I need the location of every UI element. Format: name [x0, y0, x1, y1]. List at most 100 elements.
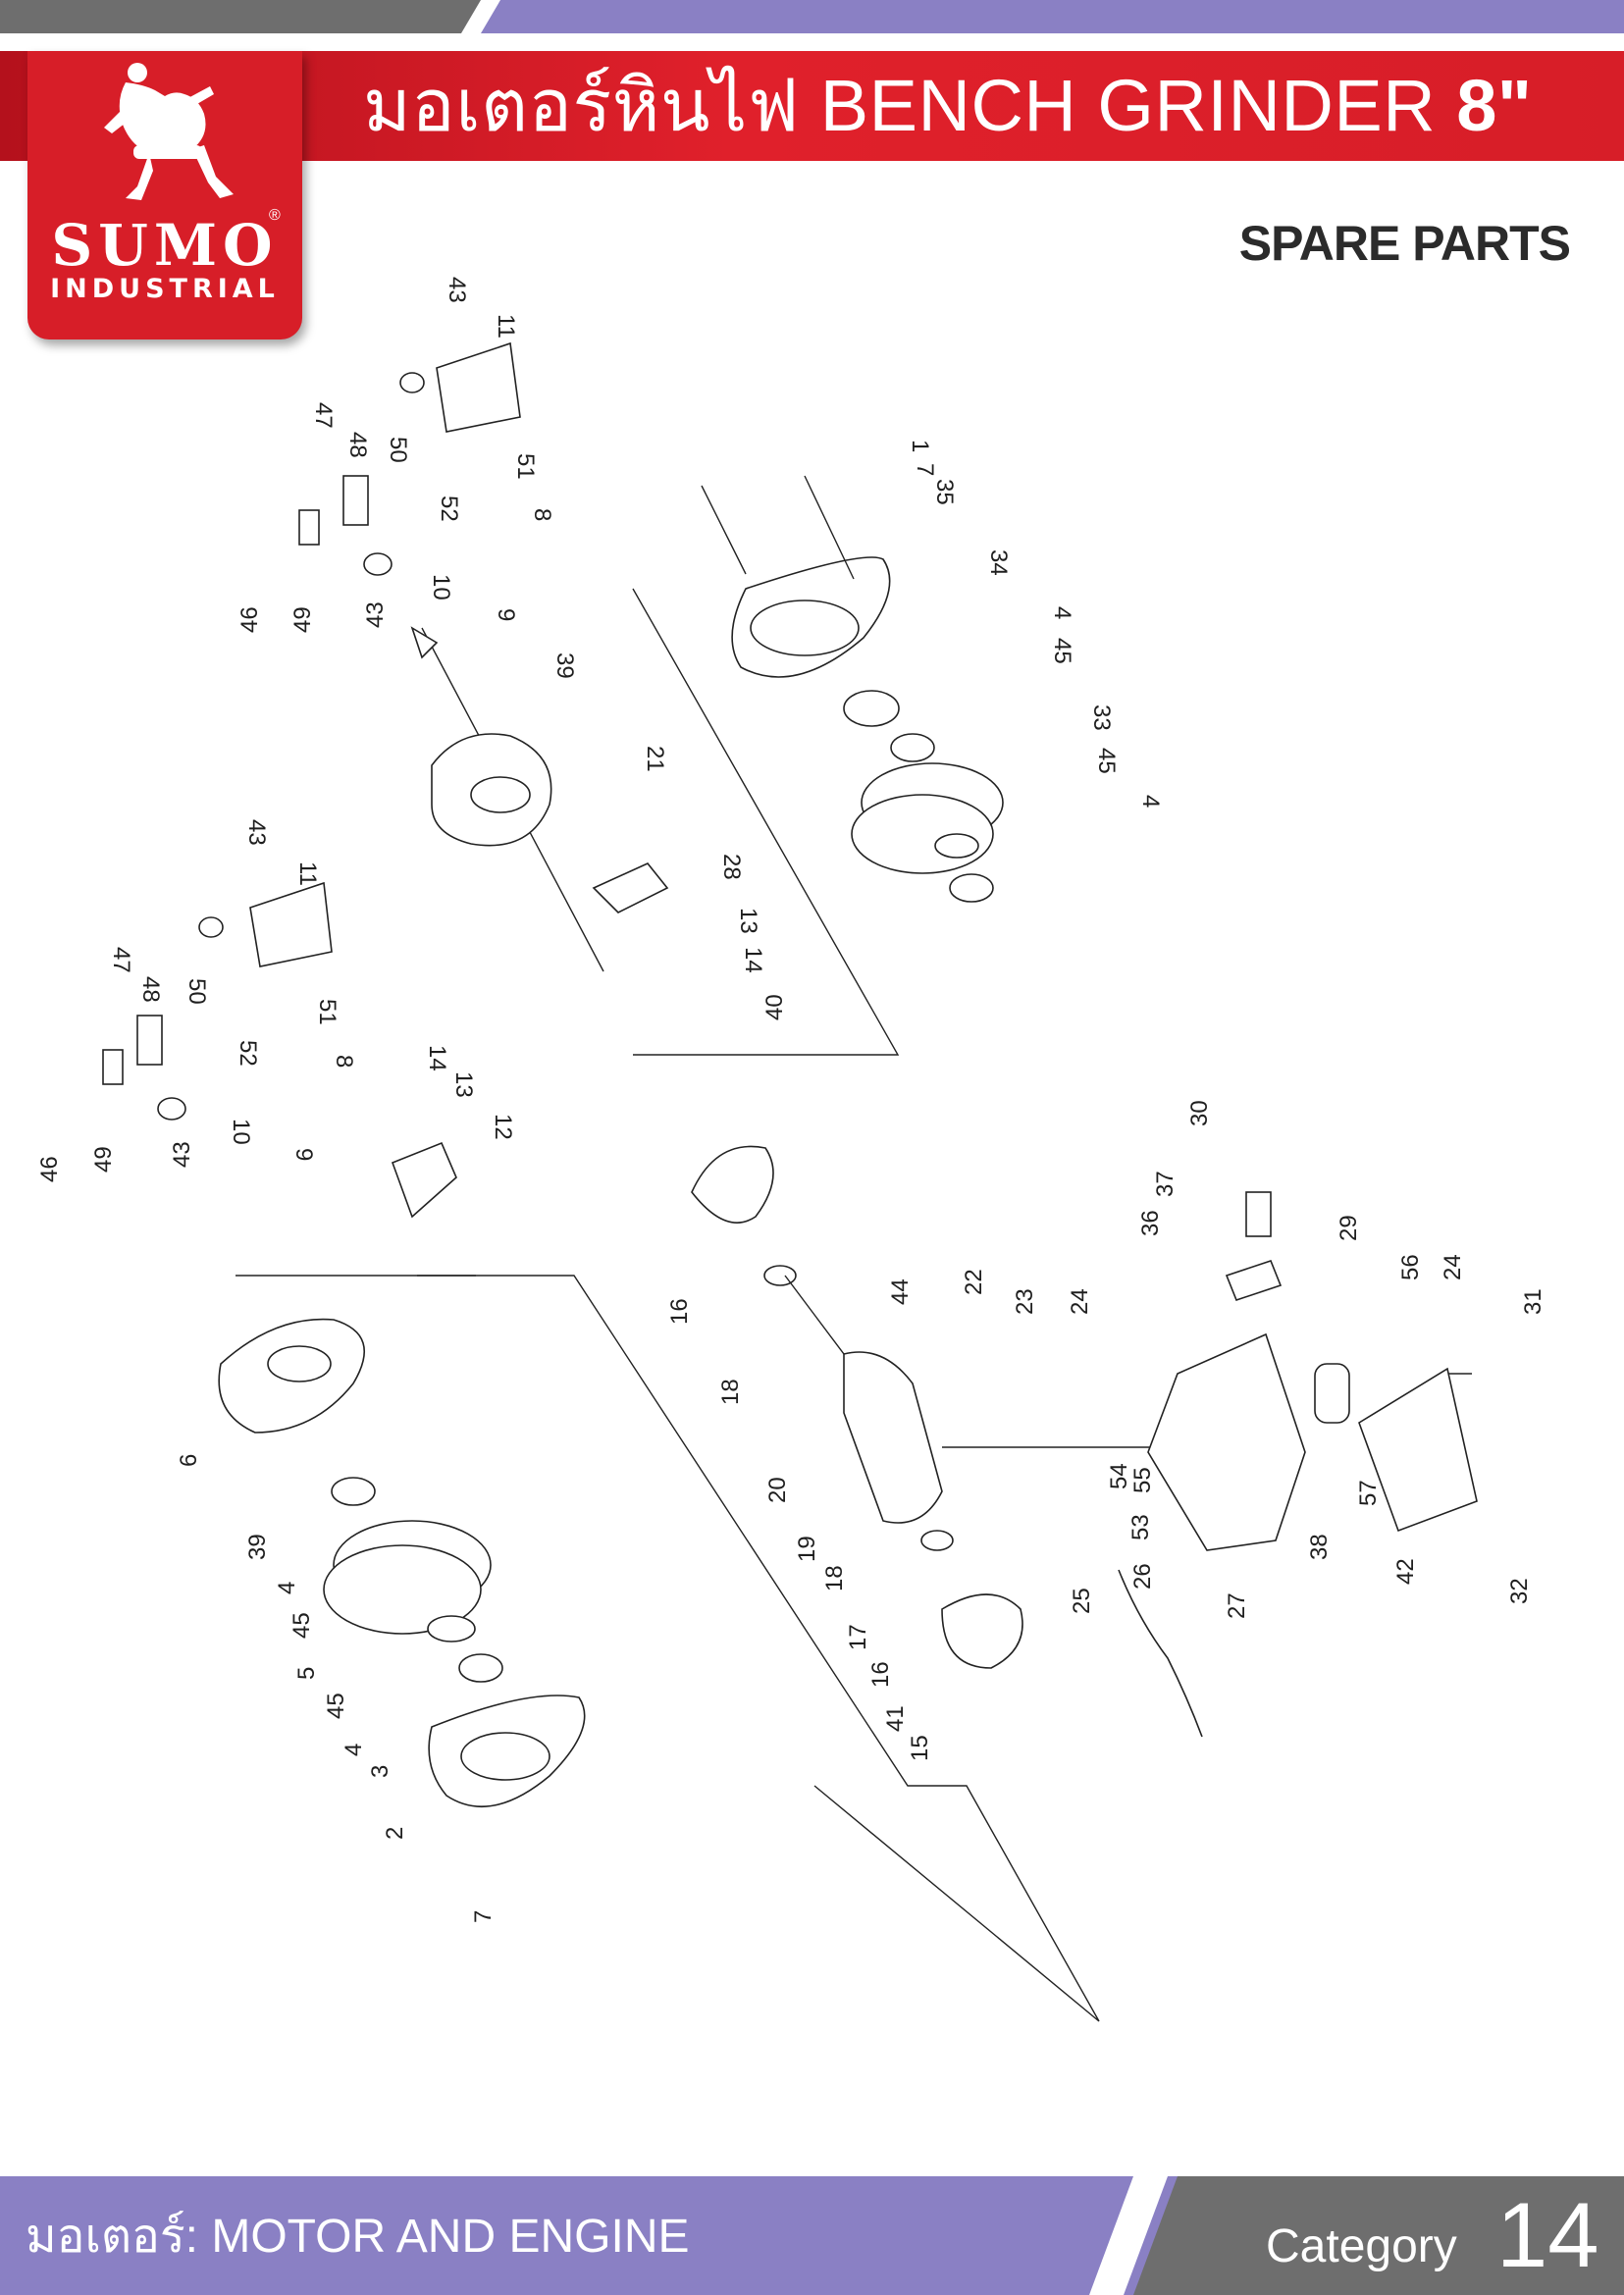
footer-accent [1089, 2176, 1624, 2295]
callout-46: 46 [236, 606, 263, 633]
part-callouts: 1 2 3 4 4 4 4 5 6 7 7 8 8 9 9 10 10 11 1… [36, 277, 1546, 1923]
callout-45c: 45 [288, 1612, 315, 1639]
inner-guard-right [410, 626, 669, 913]
right-wheel-assembly [701, 475, 1004, 903]
callout-36: 36 [1137, 1210, 1164, 1236]
callout-3: 3 [367, 1765, 393, 1778]
callout-31: 31 [1520, 1288, 1546, 1315]
callout-40: 40 [761, 994, 788, 1020]
callout-1: 1 [907, 440, 933, 452]
registered-mark: ® [269, 207, 281, 224]
callout-13b: 13 [450, 1071, 477, 1098]
callout-53: 53 [1127, 1514, 1154, 1540]
callout-18: 18 [717, 1379, 744, 1405]
callout-51b: 51 [314, 999, 341, 1025]
callout-39b: 39 [244, 1534, 271, 1560]
title-size: 8" [1456, 65, 1533, 146]
callout-14: 14 [740, 947, 766, 973]
callout-44: 44 [887, 1278, 914, 1305]
callout-23: 23 [1012, 1288, 1038, 1315]
callout-38: 38 [1306, 1534, 1333, 1560]
callout-35: 35 [931, 479, 958, 505]
callout-8: 8 [529, 508, 555, 521]
callout-39: 39 [551, 652, 578, 679]
callout-37: 37 [1152, 1171, 1179, 1197]
callout-51: 51 [512, 453, 539, 480]
callout-52b: 52 [235, 1040, 261, 1067]
callout-27: 27 [1224, 1592, 1250, 1619]
callout-20: 20 [764, 1477, 791, 1503]
callout-55: 55 [1129, 1467, 1156, 1493]
callout-33: 33 [1088, 704, 1115, 731]
callout-50b: 50 [183, 978, 210, 1005]
callout-9: 9 [493, 608, 519, 621]
callout-4d: 4 [341, 1744, 367, 1756]
callout-8b: 8 [331, 1055, 357, 1068]
callout-5: 5 [293, 1667, 320, 1680]
callout-28: 28 [718, 854, 745, 880]
spare-parts-heading: SPARE PARTS [1238, 216, 1571, 271]
callout-46b: 46 [36, 1156, 63, 1182]
callout-2: 2 [382, 1827, 408, 1840]
callout-11: 11 [493, 314, 519, 339]
callout-49b: 49 [90, 1146, 117, 1173]
logo-subtext: INDUSTRIAL [50, 274, 280, 304]
callout-45d: 45 [323, 1693, 349, 1719]
motor-assembly [691, 1145, 1023, 1669]
footer-category-text: มอเตอร์: MOTOR AND ENGINE [26, 2211, 690, 2263]
callout-30: 30 [1186, 1100, 1213, 1126]
callout-15: 15 [907, 1735, 933, 1761]
callout-32: 32 [1506, 1578, 1533, 1604]
callout-54: 54 [1106, 1463, 1132, 1489]
callout-13: 13 [735, 908, 761, 934]
callout-16: 16 [666, 1298, 693, 1325]
title-text: มอเตอร์หินไฟ BENCH GRINDER [363, 65, 1437, 146]
base-assembly [1118, 1191, 1478, 1738]
callout-47: 47 [310, 402, 337, 429]
callout-34: 34 [985, 549, 1012, 576]
eye-shield-assemblies [102, 341, 521, 1219]
callout-43: 43 [444, 277, 470, 303]
callout-10b: 10 [228, 1119, 254, 1145]
callout-41: 41 [882, 1705, 909, 1732]
callout-12: 12 [490, 1114, 516, 1140]
callout-9b: 9 [290, 1148, 317, 1161]
callout-10: 10 [428, 574, 454, 600]
callout-18b: 18 [821, 1565, 848, 1591]
sumo-logo: SUMO ® INDUSTRIAL [27, 51, 302, 339]
callout-26: 26 [1129, 1563, 1156, 1590]
page-title: มอเตอร์หินไฟ BENCH GRINDER 8" [363, 61, 1532, 151]
sumo-wrestler-icon [104, 63, 234, 200]
callout-4b: 4 [1137, 795, 1164, 808]
logo-brand: SUMO [51, 212, 279, 279]
top-decorative-strip [0, 0, 1624, 33]
callout-50: 50 [385, 437, 411, 463]
callout-45b: 45 [1093, 748, 1120, 774]
callout-24b: 24 [1440, 1254, 1466, 1280]
callout-52: 52 [436, 496, 462, 522]
callout-24: 24 [1067, 1288, 1093, 1315]
left-wheel-assembly [218, 1318, 586, 1807]
callout-16b: 16 [867, 1661, 894, 1688]
callout-7: 7 [912, 463, 938, 476]
footer-category-label: Category [1266, 2220, 1457, 2272]
callout-6: 6 [176, 1454, 202, 1467]
callout-43d: 43 [169, 1141, 195, 1168]
callout-48: 48 [344, 432, 371, 458]
callout-4c: 4 [274, 1582, 300, 1594]
callout-49: 49 [289, 606, 316, 633]
callout-48b: 48 [137, 976, 164, 1003]
callout-11b: 11 [294, 861, 321, 886]
callout-17: 17 [845, 1624, 871, 1650]
exploded-parts-diagram: 1 2 3 4 4 4 4 5 6 7 7 8 8 9 9 10 10 11 1… [36, 277, 1546, 2022]
callout-25: 25 [1069, 1588, 1095, 1614]
callout-19: 19 [794, 1536, 820, 1562]
callout-22: 22 [961, 1269, 987, 1295]
callout-45: 45 [1049, 638, 1075, 664]
callout-43b: 43 [362, 601, 389, 628]
callout-7b: 7 [470, 1910, 497, 1923]
footer-category-number: 14 [1496, 2183, 1599, 2286]
callout-43c: 43 [243, 819, 270, 846]
callout-29: 29 [1336, 1215, 1362, 1241]
guide-lines [236, 588, 1472, 2022]
